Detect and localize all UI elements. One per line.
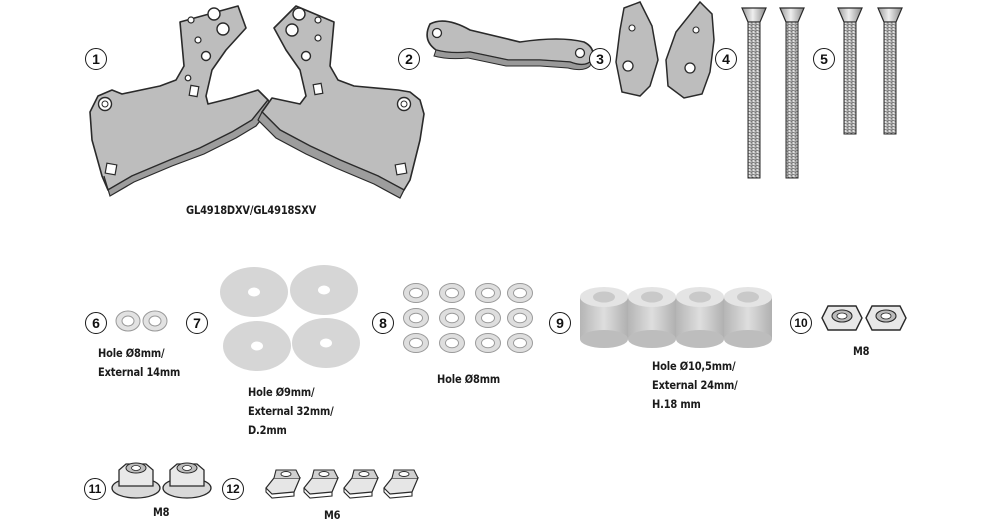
washer-7	[475, 308, 501, 328]
spacer-3	[676, 287, 724, 348]
washers-large	[220, 265, 360, 371]
item7-line1: Hole Ø9mm/	[248, 385, 315, 399]
item7-line3: D.2mm	[248, 423, 287, 437]
item8-label: Hole Ø8mm	[437, 372, 500, 386]
spacer-2	[628, 287, 676, 348]
bolt-1	[741, 7, 767, 179]
nut-m8-1	[821, 305, 863, 331]
item6-label: Hole Ø8mm/ External 14mm	[98, 344, 180, 382]
callout-6: 6	[85, 312, 107, 334]
item7-label: Hole Ø9mm/ External 32mm/ D.2mm	[248, 383, 334, 440]
cage-nuts-m6	[265, 469, 419, 499]
washer-12	[507, 333, 533, 353]
washers-small	[115, 310, 168, 332]
nut-m8-2	[865, 305, 907, 331]
item9-line3: H.18 mm	[652, 397, 701, 411]
cage-nut-m6-4	[383, 469, 419, 499]
item10-label: M8	[853, 344, 870, 358]
callout-12: 12	[222, 478, 244, 500]
callout-9: 9	[549, 312, 571, 334]
callout-1: 1	[85, 48, 107, 70]
bracket-left	[89, 5, 273, 197]
item9-label: Hole Ø10,5mm/ External 24mm/ H.18 mm	[652, 357, 738, 414]
nuts-m8-flat	[821, 305, 907, 331]
item6-line1: Hole Ø8mm/	[98, 346, 165, 360]
washer-4	[507, 283, 533, 303]
bolt-3	[837, 7, 863, 135]
bolt-2	[779, 7, 805, 179]
cage-nut-m6-1	[265, 469, 301, 499]
nuts-m8-flange	[111, 462, 212, 499]
callout-2: 2	[398, 48, 420, 70]
washers-grid	[403, 283, 533, 353]
small-plate-left	[615, 1, 659, 97]
bolt-4	[877, 7, 903, 135]
spacer-4	[724, 287, 772, 348]
flat-plate	[426, 20, 594, 71]
callout-4: 4	[715, 48, 737, 70]
item7-line2: External 32mm/	[248, 404, 334, 418]
spacer-1	[580, 287, 628, 348]
callout-11: 11	[84, 478, 106, 500]
small-plate-right	[665, 0, 715, 99]
callout-10: 10	[790, 312, 812, 334]
callout-5: 5	[813, 48, 835, 70]
washer-10	[439, 333, 465, 353]
cage-nut-m6-3	[343, 469, 379, 499]
brackets-code-label: GL4918DXV/GL4918SXV	[186, 203, 317, 217]
callout-7: 7	[186, 312, 208, 334]
callout-3: 3	[589, 48, 611, 70]
cage-nut-m6-2	[303, 469, 339, 499]
washer-9	[403, 333, 429, 353]
item9-line1: Hole Ø10,5mm/	[652, 359, 736, 373]
item11-label: M8	[153, 505, 170, 519]
flange-nut-m8-1	[111, 462, 161, 499]
item9-line2: External 24mm/	[652, 378, 738, 392]
washer-2	[439, 283, 465, 303]
washer-3	[475, 283, 501, 303]
bracket-right	[257, 5, 425, 199]
washer-6	[439, 308, 465, 328]
item12-label: M6	[324, 508, 341, 522]
washer-5	[403, 308, 429, 328]
washer-11	[475, 333, 501, 353]
item6-line2: External 14mm	[98, 365, 181, 379]
callout-8: 8	[372, 312, 394, 334]
washer-8	[507, 308, 533, 328]
washer-1	[403, 283, 429, 303]
flange-nut-m8-2	[162, 462, 212, 499]
spacers	[580, 287, 772, 348]
